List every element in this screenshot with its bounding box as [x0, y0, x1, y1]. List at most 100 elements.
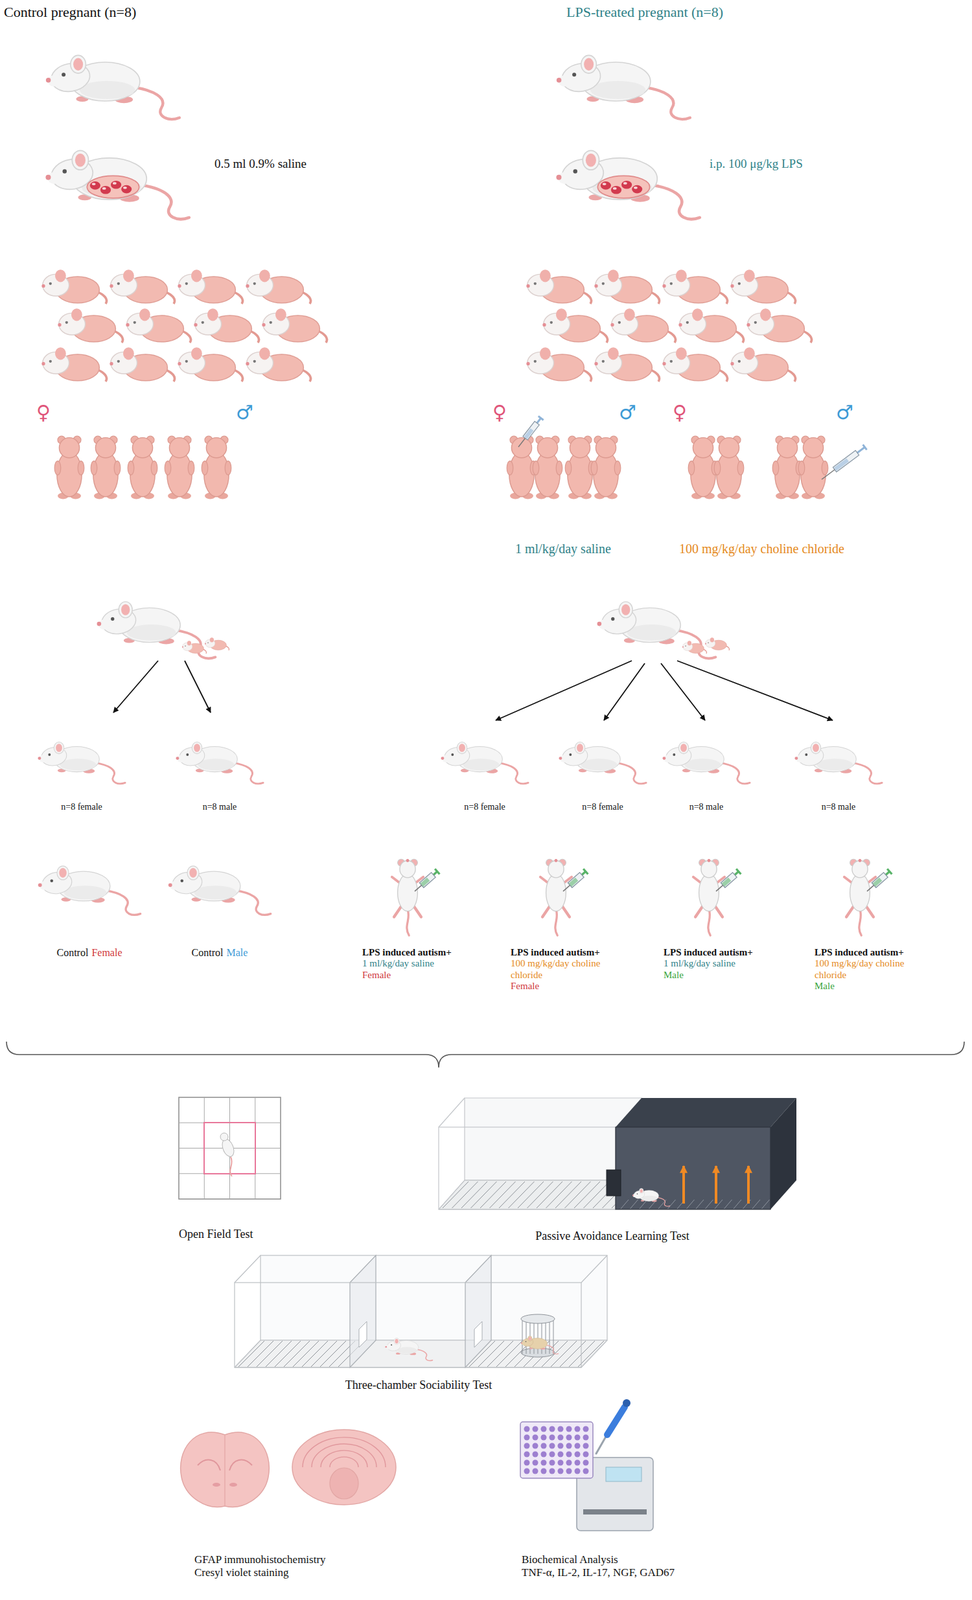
- pup-eye: [184, 645, 186, 647]
- injected-mouse: [693, 859, 742, 936]
- mouse-ear-inner: [73, 58, 83, 71]
- mouse-belly: [79, 81, 136, 100]
- well: [574, 1435, 581, 1442]
- method-list: TNF-α, IL-2, IL-17, NGF, GAD67: [521, 1566, 675, 1580]
- pup-ear: [743, 269, 755, 282]
- brain-sections: [180, 1430, 396, 1508]
- pup-figure: [594, 347, 660, 382]
- mouse-nose: [555, 174, 562, 181]
- label-holder: LPS-treated pregnant (n=8): [566, 3, 724, 21]
- label-holder: Biochemical AnalysisTNF-α, IL-2, IL-17, …: [521, 1553, 675, 1580]
- well: [557, 1426, 564, 1433]
- pup-ear: [607, 347, 619, 360]
- fetus-highlight: [633, 186, 638, 190]
- pup-head: [692, 438, 713, 459]
- mouse-belly: [397, 1347, 417, 1355]
- mouse-ear: [53, 741, 64, 754]
- pipette-body: [607, 1407, 625, 1436]
- pup-ear: [539, 269, 551, 282]
- newborn-pup: [127, 436, 158, 499]
- syringe-barrel: [567, 872, 584, 888]
- label-holder: Three-chamber Sociability Test: [276, 1378, 562, 1393]
- pup-figure: [109, 347, 175, 382]
- well: [574, 1443, 581, 1450]
- well-plate: [520, 1422, 593, 1479]
- pup-figure: [245, 347, 311, 382]
- test-name: Open Field Test: [178, 1227, 253, 1242]
- cage-bar: [549, 1320, 551, 1355]
- group-sex: Female: [510, 981, 626, 993]
- pup-ear: [624, 308, 636, 321]
- pup-eye: [253, 360, 256, 363]
- well: [524, 1469, 531, 1475]
- mouse-snout: [521, 1342, 525, 1346]
- label-holder: Passive Avoidance Learning Test: [469, 1229, 755, 1244]
- label-holder: LPS induced autism+1 ml/kg/day salineFem…: [362, 947, 478, 982]
- pup-eye: [618, 321, 621, 324]
- pup-eye: [754, 321, 757, 324]
- pup-nose: [125, 323, 129, 327]
- label-holder: ♂: [618, 401, 637, 425]
- chamber-partition: [465, 1255, 492, 1368]
- fetus-highlight: [102, 187, 107, 190]
- syringe-liquid: [420, 878, 431, 888]
- mouse-belly: [530, 1343, 546, 1350]
- sex-symbol: ♀: [492, 401, 507, 425]
- syringe-liquid: [523, 428, 534, 440]
- treatment-label: 0.5 ml 0.9% saline: [214, 156, 307, 172]
- mouse-snout: [633, 1194, 637, 1198]
- pup-nose: [682, 646, 684, 648]
- syringe: [412, 868, 440, 895]
- mouse-nose: [597, 622, 602, 627]
- syringe-plunger: [856, 447, 866, 454]
- newborn-pup: [590, 436, 621, 499]
- mouse-nose: [384, 1346, 387, 1349]
- pup-eye: [670, 282, 673, 286]
- syringe-needle: [414, 885, 422, 892]
- fetus: [631, 185, 643, 194]
- mouse-figure: [45, 150, 189, 220]
- grid-bar: [752, 1200, 761, 1210]
- well: [524, 1460, 531, 1467]
- mouse-belly: [641, 1196, 658, 1202]
- mouse-eye: [47, 753, 51, 757]
- pup-head: [95, 438, 116, 459]
- mouse-nose: [556, 77, 562, 83]
- mouse-ear: [118, 601, 133, 619]
- mouse-ear-inner: [193, 743, 201, 753]
- grouping-brace: [6, 1041, 965, 1068]
- grid-bar: [630, 1200, 639, 1210]
- folia: [329, 1457, 359, 1468]
- mouse-body: [397, 874, 418, 912]
- shock-arrow: [747, 1166, 750, 1204]
- pup-body: [535, 451, 560, 498]
- mouse-nose: [45, 174, 51, 181]
- pup-eye: [738, 282, 741, 286]
- mouse-ear: [393, 1338, 400, 1346]
- mouse-tail: [230, 1157, 232, 1177]
- syringe-liquid: [833, 458, 849, 472]
- syringe-liquid: [872, 878, 883, 888]
- group-treatment: 100 mg/kg/day choline chloride: [814, 958, 930, 982]
- pup-ear: [555, 308, 567, 321]
- pup-nose: [182, 646, 184, 648]
- pup-ear: [259, 347, 271, 360]
- mouse-tail: [406, 909, 409, 936]
- mouse-tail: [235, 891, 271, 916]
- mouse-tail: [104, 891, 141, 916]
- pup-body: [167, 451, 192, 498]
- syringe-thumb: [537, 415, 545, 422]
- mouse-tail: [851, 763, 882, 785]
- pup-ear: [187, 640, 192, 646]
- syringe-thumb: [861, 443, 868, 451]
- pup-head: [206, 438, 227, 459]
- mouse-tail: [416, 1349, 433, 1361]
- mouse-body: [699, 874, 720, 912]
- arena-floor: [178, 1097, 281, 1200]
- group-treatment: 100 mg/kg/day choline chloride: [510, 958, 626, 982]
- pup-arm: [201, 461, 209, 476]
- pup-arm: [114, 461, 121, 476]
- pup-body: [593, 451, 619, 498]
- fetus-highlight: [112, 182, 117, 185]
- pup-ear: [539, 347, 551, 360]
